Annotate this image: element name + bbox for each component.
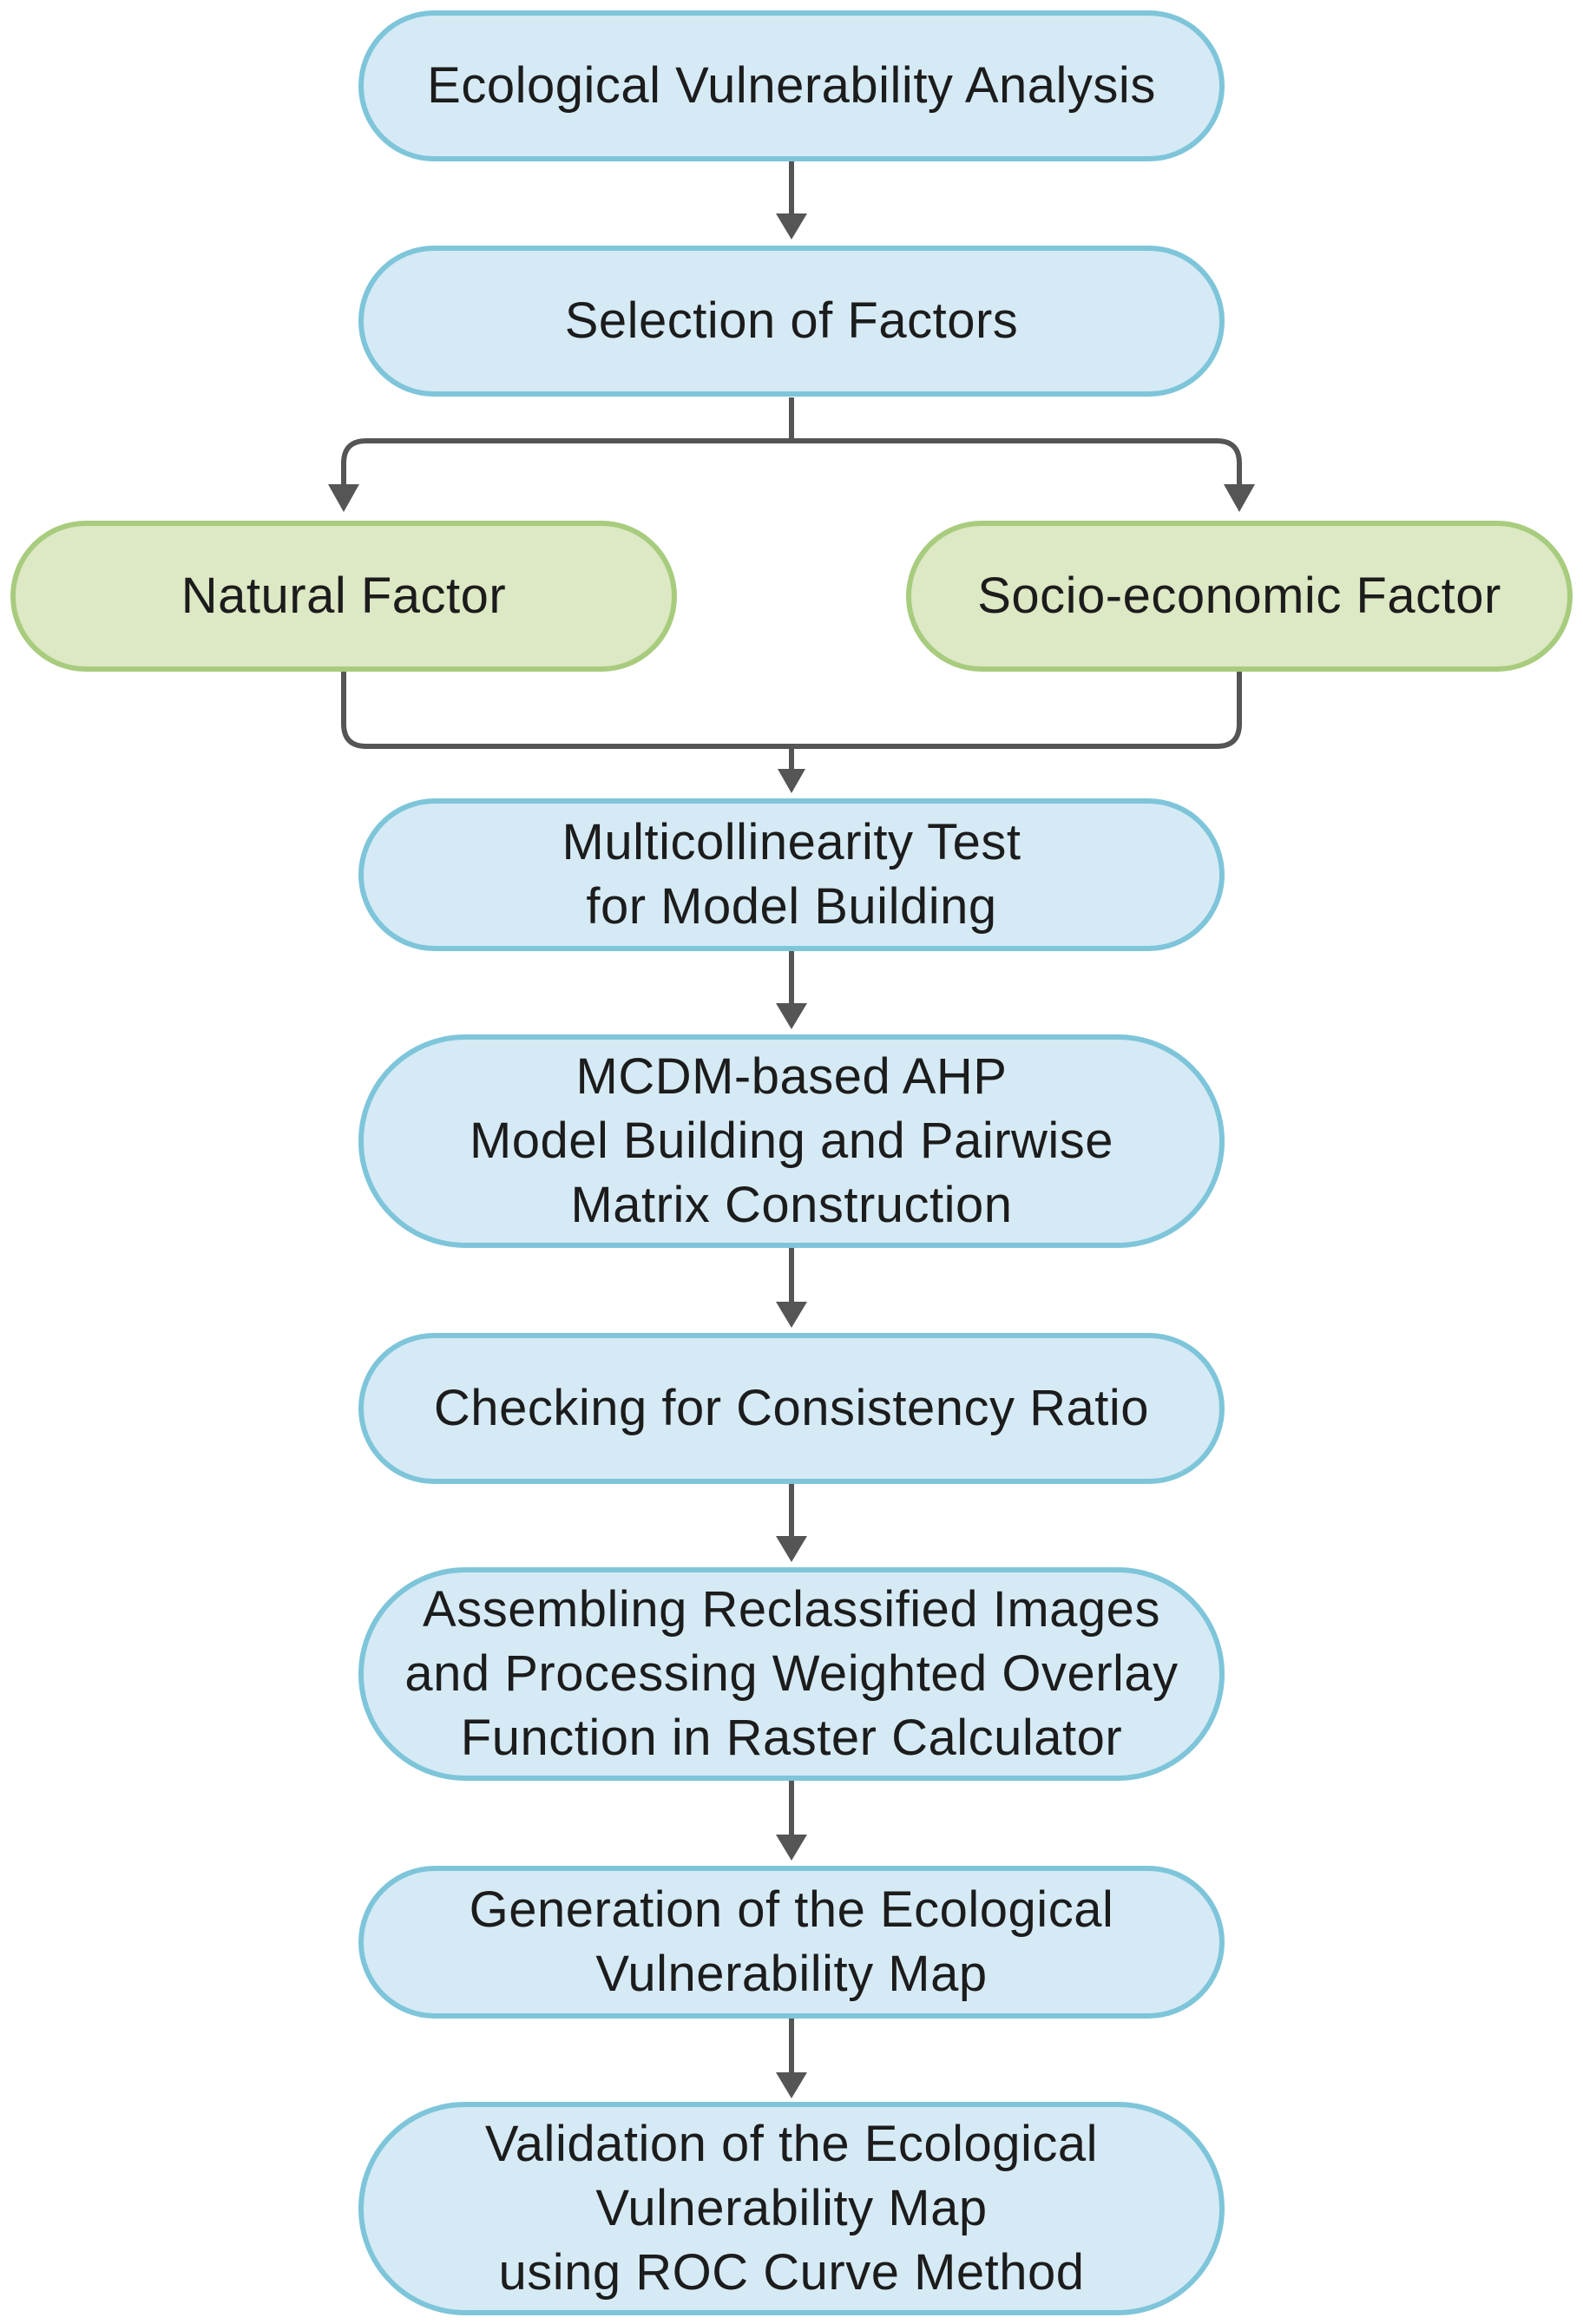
node-generation-map: Generation of the Ecological Vulnerabili… <box>358 1866 1225 2019</box>
node-natural-factor: Natural Factor <box>10 521 677 672</box>
node-multicollinearity-test: Multicollinearity Test for Model Buildin… <box>358 798 1225 951</box>
arrowhead-icon <box>776 213 807 240</box>
node-selection-of-factors: Selection of Factors <box>358 246 1225 397</box>
arrowhead-icon <box>776 1536 807 1562</box>
node-label: Multicollinearity Test for Model Buildin… <box>562 814 1021 935</box>
arrowhead-icon <box>328 484 359 512</box>
arrowhead-icon <box>776 1003 807 1029</box>
node-ecological-vulnerability-analysis: Ecological Vulnerability Analysis <box>358 10 1225 161</box>
arrowhead-icon <box>778 769 805 793</box>
node-label: Validation of the Ecological Vulnerabili… <box>484 2116 1099 2301</box>
arrowhead-icon <box>776 1835 807 1861</box>
node-label: Selection of Factors <box>564 292 1019 349</box>
arrow-factors-to-multicollinearity <box>341 672 1242 771</box>
node-socio-economic-factor: Socio-economic Factor <box>906 521 1573 672</box>
node-label: Natural Factor <box>181 568 507 624</box>
node-label: Assembling Reclassified Images and Proce… <box>404 1581 1179 1766</box>
node-label: Socio-economic Factor <box>977 568 1501 624</box>
arrowhead-icon <box>776 2072 807 2098</box>
node-mcdm-ahp: MCDM-based AHP Model Building and Pairwi… <box>358 1034 1225 1248</box>
node-assembling-images: Assembling Reclassified Images and Proce… <box>358 1567 1225 1781</box>
node-consistency-ratio: Checking for Consistency Ratio <box>358 1333 1225 1484</box>
node-label: Checking for Consistency Ratio <box>433 1380 1150 1436</box>
node-label: MCDM-based AHP Model Building and Pairwi… <box>469 1048 1114 1233</box>
arrow-selection-to-factors <box>341 397 1242 486</box>
node-label: Ecological Vulnerability Analysis <box>427 57 1156 114</box>
arrowhead-icon <box>1224 484 1255 512</box>
node-validation-map: Validation of the Ecological Vulnerabili… <box>358 2102 1225 2315</box>
node-label: Generation of the Ecological Vulnerabili… <box>469 1881 1114 2002</box>
arrowhead-icon <box>776 1302 807 1328</box>
